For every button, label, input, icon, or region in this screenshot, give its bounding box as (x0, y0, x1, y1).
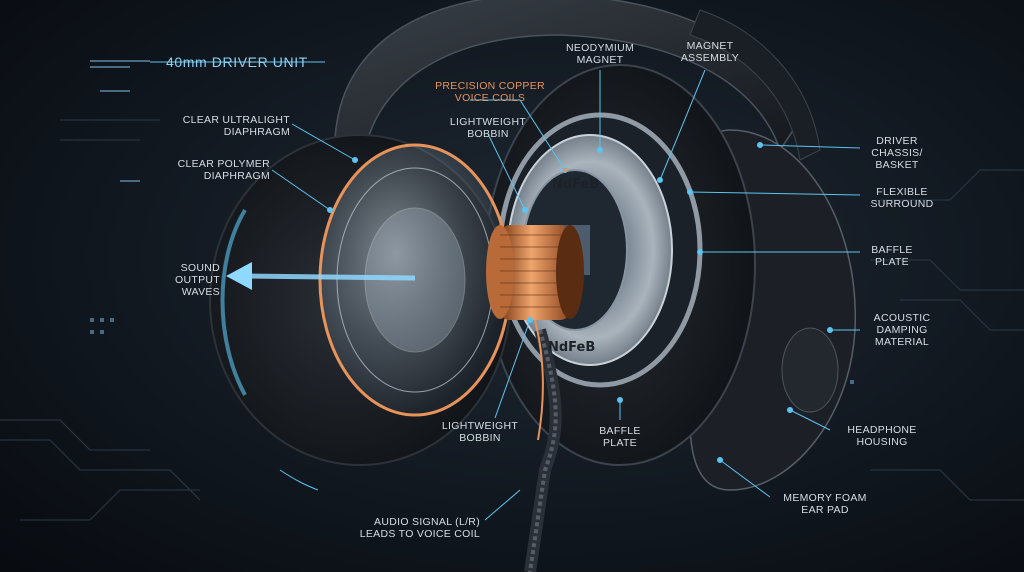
diaphragm-dome (364, 207, 466, 353)
sound-output-arrow (226, 262, 416, 290)
diagram-title: 40mm DRIVER UNIT (166, 54, 308, 70)
label-audio-signal-leads: AUDIO SIGNAL (L/R)LEADS TO VOICE COIL (359, 516, 480, 540)
headband-inner (689, 9, 821, 161)
magnet-mark-bottom: NdFeB (548, 340, 596, 355)
housing-logo (781, 327, 839, 413)
magnet-mark-top: NdFeB (552, 177, 600, 192)
copper-voice-coil (486, 225, 584, 320)
signal-lead (534, 319, 544, 441)
leader-lines (150, 61, 861, 521)
sound-wave-arc (220, 208, 247, 396)
circuit-traces (0, 119, 1024, 521)
